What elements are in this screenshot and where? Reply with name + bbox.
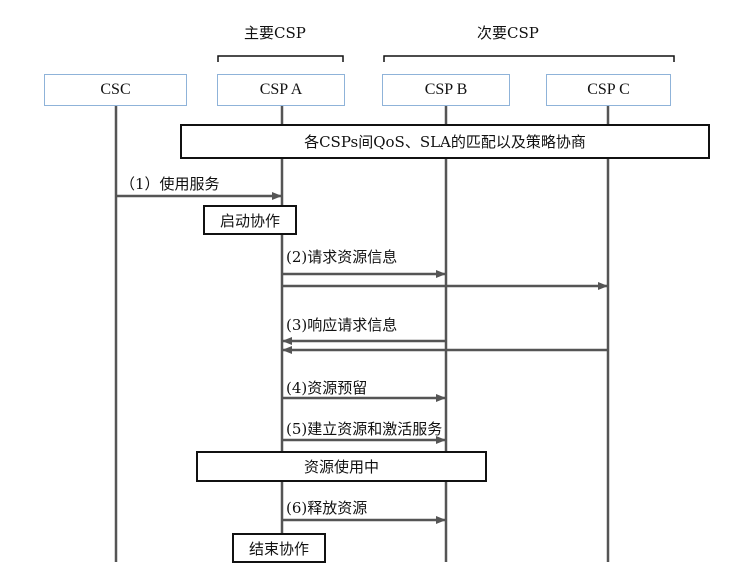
participant-csc: CSC (44, 74, 187, 106)
start-collaboration-note: 启动协作 (203, 205, 297, 235)
secondary-group-bracket (383, 55, 675, 62)
participant-csp-b: CSP B (382, 74, 510, 106)
resource-in-use-note: 资源使用中 (196, 451, 487, 482)
message-6-label: (6)释放资源 (286, 499, 368, 517)
message-3-label: (3)响应请求信息 (286, 316, 398, 334)
secondary-group-label: 次要CSP (477, 24, 539, 42)
message-4-label: (4)资源预留 (286, 379, 368, 397)
end-collaboration-note: 结束协作 (232, 533, 326, 563)
negotiation-note: 各CSPs间QoS、SLA的匹配以及策略协商 (180, 124, 710, 159)
message-1-label: （1）使用服务 (120, 175, 220, 193)
participant-csp-c: CSP C (546, 74, 671, 106)
primary-group-label: 主要CSP (244, 24, 306, 42)
message-5-label: (5)建立资源和激活服务 (286, 420, 443, 438)
message-2-label: (2)请求资源信息 (286, 248, 398, 266)
participant-csp-a: CSP A (217, 74, 345, 106)
primary-group-bracket (217, 55, 344, 62)
